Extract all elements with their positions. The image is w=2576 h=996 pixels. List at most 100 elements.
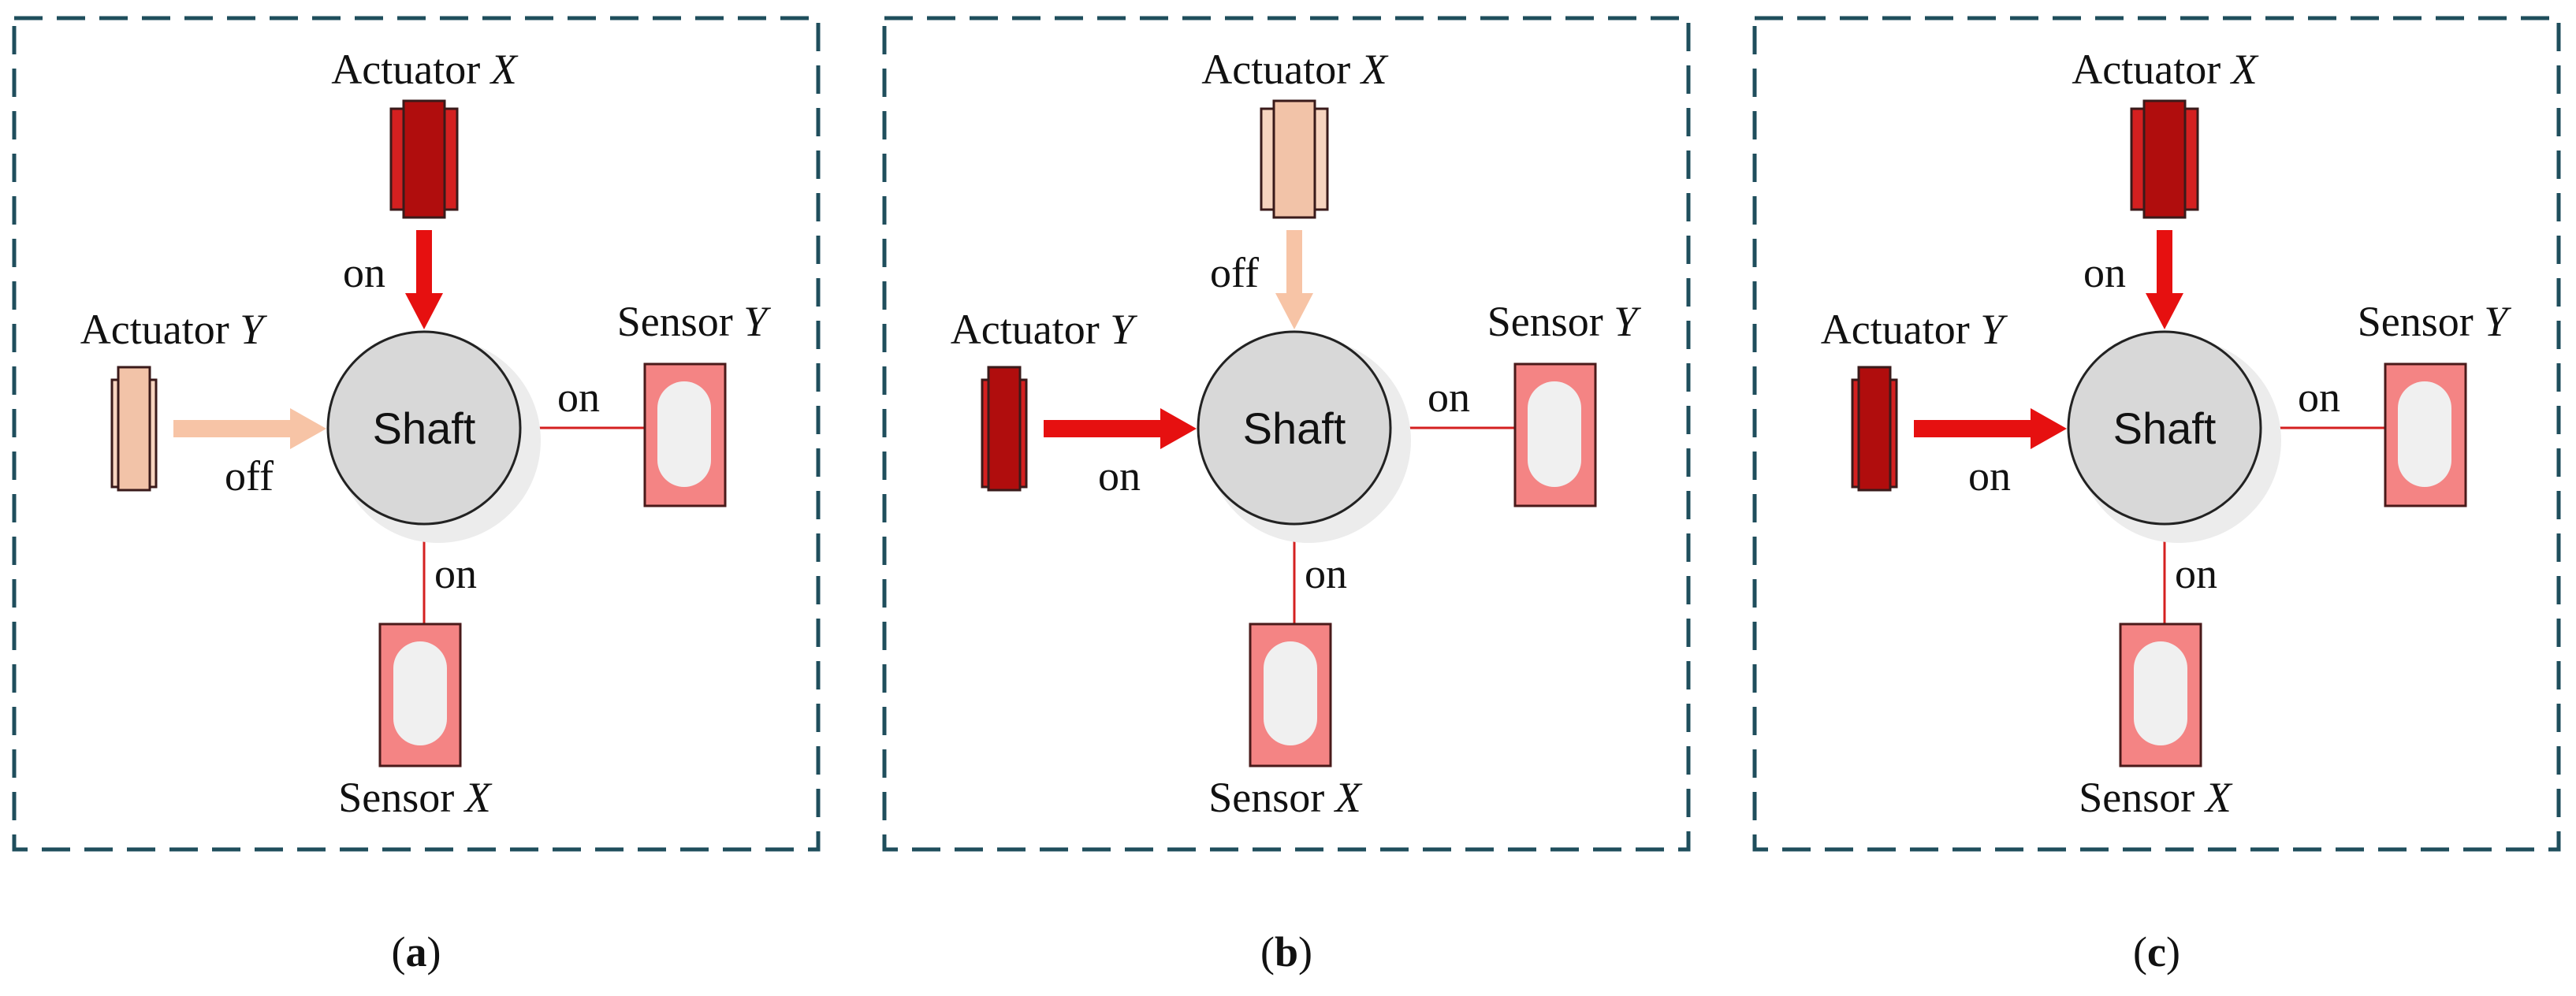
actuator-y-label-var: Y	[240, 306, 267, 353]
shaft-label: Shaft	[2113, 403, 2217, 453]
actuator-y-label: Actuator Y	[80, 306, 267, 353]
actuator-y-arrow-head	[1160, 408, 1197, 449]
actuator-y-label-text: Actuator	[80, 306, 240, 353]
sensor-x-state: on	[2175, 550, 2217, 597]
sensor-x	[1249, 622, 1332, 767]
sensor-x-label-var: X	[2204, 774, 2233, 821]
actuator-x-arrow-shaft	[416, 230, 432, 295]
actuator-y	[110, 366, 158, 492]
actuator-y-arrow-head	[2031, 408, 2067, 449]
sensor-y-window	[2398, 381, 2451, 487]
panel-frame	[12, 16, 821, 852]
sensor-y	[2384, 362, 2467, 507]
caption-letter: c	[2147, 928, 2166, 976]
actuator-y-label: Actuator Y	[951, 306, 1137, 353]
actuator-y-label-text: Actuator	[1821, 306, 1980, 353]
actuator-y-body	[987, 366, 1022, 492]
sensor-x-window	[2134, 641, 2187, 745]
sensor-x-state: on	[1305, 550, 1347, 597]
actuator-x-body	[402, 99, 446, 219]
caption-letter: b	[1275, 928, 1298, 976]
actuator-y-arrow-shaft	[1044, 420, 1162, 437]
actuator-x	[389, 99, 459, 219]
sensor-x-window	[393, 641, 447, 745]
sensor-x-label: Sensor X	[1208, 774, 1363, 821]
sensor-y	[1513, 362, 1597, 507]
actuator-y-state: off	[225, 452, 274, 500]
sensor-x-label: Sensor X	[2079, 774, 2233, 821]
actuator-x-label-var: X	[490, 46, 519, 93]
caption-close-paren: )	[2166, 928, 2180, 976]
actuator-y	[981, 366, 1028, 492]
sensor-x-label-text: Sensor	[2079, 774, 2206, 821]
actuator-x-label: Actuator X	[2072, 46, 2258, 93]
sensor-x	[378, 622, 462, 767]
caption-open-paren: (	[2133, 928, 2147, 976]
actuator-x-label-text: Actuator	[2072, 46, 2231, 93]
sensor-y-label-text: Sensor	[617, 298, 744, 345]
actuator-x-label-var: X	[2230, 46, 2259, 93]
actuator-x-body	[1272, 99, 1316, 219]
actuator-x-arrow-head	[2146, 293, 2183, 329]
caption-letter: a	[406, 928, 427, 976]
actuator-x-label: Actuator X	[1201, 46, 1388, 93]
actuator-y-state: on	[1968, 452, 2011, 500]
shaft-circle	[326, 330, 522, 526]
sensor-y-label-text: Sensor	[2358, 298, 2485, 345]
actuator-y-body	[1857, 366, 1892, 492]
sensor-y-window	[657, 381, 711, 487]
sensor-y-label-var: Y	[1614, 298, 1641, 345]
panel-caption: (c)	[2133, 928, 2180, 976]
actuator-x-label-text: Actuator	[331, 46, 490, 93]
actuator-x	[1260, 99, 1329, 219]
sensor-y-window	[1528, 381, 1581, 487]
sensor-x-state: on	[434, 550, 477, 597]
shaft-label: Shaft	[373, 403, 476, 453]
actuator-x-arrow-shaft	[2157, 230, 2172, 295]
sensor-x-label-var: X	[463, 774, 493, 821]
shaft-label: Shaft	[1243, 403, 1346, 453]
actuator-x-arrow-head	[405, 293, 443, 329]
actuator-x-label: Actuator X	[331, 46, 518, 93]
actuator-y-label-var: Y	[1980, 306, 2008, 353]
actuator-x-arrow-head	[1275, 293, 1313, 329]
sensor-y-state: on	[1428, 374, 1470, 421]
sensor-x	[2119, 622, 2202, 767]
caption-close-paren: )	[427, 928, 441, 976]
shaft-circle	[1197, 330, 1392, 526]
sensor-y-label: Sensor Y	[617, 298, 772, 345]
panel-frame	[1752, 16, 2561, 852]
actuator-y-arrow-shaft	[1914, 420, 2032, 437]
actuator-y-arrow-shaft	[173, 420, 292, 437]
actuator-y-arrow-head	[290, 408, 326, 449]
actuator-x-state: on	[2083, 249, 2126, 296]
caption-open-paren: (	[1260, 928, 1275, 976]
actuator-y-label: Actuator Y	[1821, 306, 2008, 353]
caption-close-paren: )	[1298, 928, 1312, 976]
shaft-circle	[2067, 330, 2262, 526]
actuator-x-arrow-shaft	[1286, 230, 1302, 295]
panel-caption: (a)	[392, 928, 441, 976]
sensor-x-label-text: Sensor	[1208, 774, 1335, 821]
actuator-x-state: off	[1210, 249, 1259, 296]
panel-caption: (b)	[1260, 928, 1312, 976]
sensor-y-label-var: Y	[743, 298, 771, 345]
sensor-y-label: Sensor Y	[2358, 298, 2512, 345]
actuator-y-state: on	[1098, 452, 1141, 500]
sensor-y	[643, 362, 727, 507]
actuator-y-label-text: Actuator	[951, 306, 1110, 353]
actuator-x-body	[2142, 99, 2187, 219]
sensor-x-label-text: Sensor	[338, 774, 465, 821]
sensor-y-label: Sensor Y	[1487, 298, 1642, 345]
sensor-x-label: Sensor X	[338, 774, 493, 821]
sensor-y-state: on	[2298, 374, 2340, 421]
actuator-x-label-var: X	[1360, 46, 1389, 93]
actuator-x-state: on	[343, 249, 385, 296]
sensor-y-state: on	[557, 374, 600, 421]
actuator-x	[2130, 99, 2199, 219]
